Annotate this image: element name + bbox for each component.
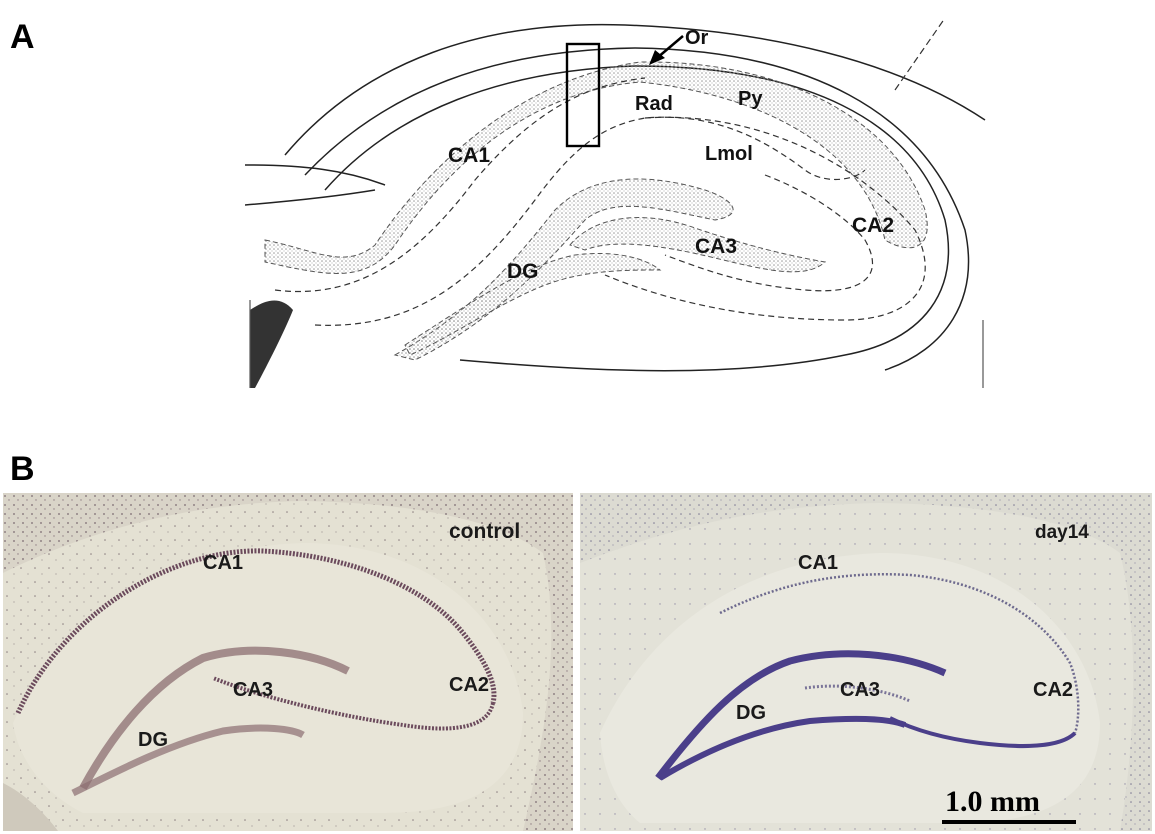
- label-ca3: CA3: [695, 235, 737, 258]
- day14-condition-label: day14: [1035, 522, 1089, 543]
- or-arrow: [656, 35, 684, 59]
- day14-dg-lower-band: [658, 715, 907, 781]
- outer-contour-4: [245, 164, 386, 186]
- layer-boundary-3: [604, 116, 926, 321]
- label-rad: Rad: [635, 93, 673, 115]
- dark-region: [250, 300, 293, 388]
- day14-label-ca1: CA1: [798, 552, 838, 574]
- pyramidal-band: [264, 61, 928, 274]
- label-ca2: CA2: [852, 214, 894, 237]
- dg-inner-band: [404, 252, 662, 356]
- outer-contour-3: [324, 65, 950, 372]
- control-label-ca1: CA1: [203, 552, 243, 574]
- control-bottom-edge: [3, 783, 58, 831]
- control-label-ca3: CA3: [233, 679, 273, 701]
- scale-bar: [942, 820, 1076, 824]
- day14-dg-upper-band: [655, 650, 947, 781]
- control-ca2-ca3-band: [212, 676, 495, 731]
- control-label-dg: DG: [138, 729, 168, 751]
- scale-bar-label: 1.0 mm: [945, 785, 1040, 818]
- label-ca1: CA1: [448, 144, 490, 167]
- day14-label-dg: DG: [736, 702, 766, 724]
- panel-b-letter: B: [10, 450, 35, 488]
- label-lmol: Lmol: [705, 143, 753, 165]
- hippocampus-schematic: Or Rad Py Lmol CA1 CA2 CA3 DG: [245, 17, 986, 388]
- control-hippocampus-region: [13, 543, 523, 813]
- day14-cortex-speckle: [580, 493, 1152, 831]
- day14-ca1-band: [719, 573, 1080, 734]
- day14-section-image: day14 CA1 CA2 CA3 DG 1.0 mm: [580, 493, 1152, 831]
- control-label-ca2: CA2: [449, 674, 489, 696]
- outer-contour-2: [304, 47, 970, 371]
- dashed-guide-line: [894, 17, 946, 91]
- layer-boundary-2: [314, 116, 866, 326]
- ca3-band: [569, 217, 827, 273]
- label-or: Or: [685, 27, 709, 49]
- day14-label-ca2: CA2: [1033, 679, 1073, 701]
- control-dg-upper-band: [79, 646, 350, 790]
- outer-contour-1: [284, 23, 986, 156]
- control-cortex-speckle: [3, 493, 573, 831]
- panel-a-letter: A: [10, 18, 35, 56]
- region-of-interest-box: [565, 42, 601, 148]
- control-ca1-band: [15, 548, 497, 715]
- day14-label-ca3: CA3: [840, 679, 880, 701]
- or-arrow-head: [649, 50, 665, 65]
- control-dg-lower-band: [71, 724, 305, 797]
- outer-contour-5: [245, 189, 376, 206]
- label-dg: DG: [507, 260, 539, 283]
- day14-ca3-band: [804, 684, 911, 703]
- control-section-image: control CA1 CA2 CA3 DG: [3, 493, 573, 831]
- control-condition-label: control: [449, 520, 520, 543]
- day14-ca2-band: [889, 716, 1077, 748]
- layer-boundary-1: [274, 77, 646, 293]
- label-py: Py: [738, 88, 763, 110]
